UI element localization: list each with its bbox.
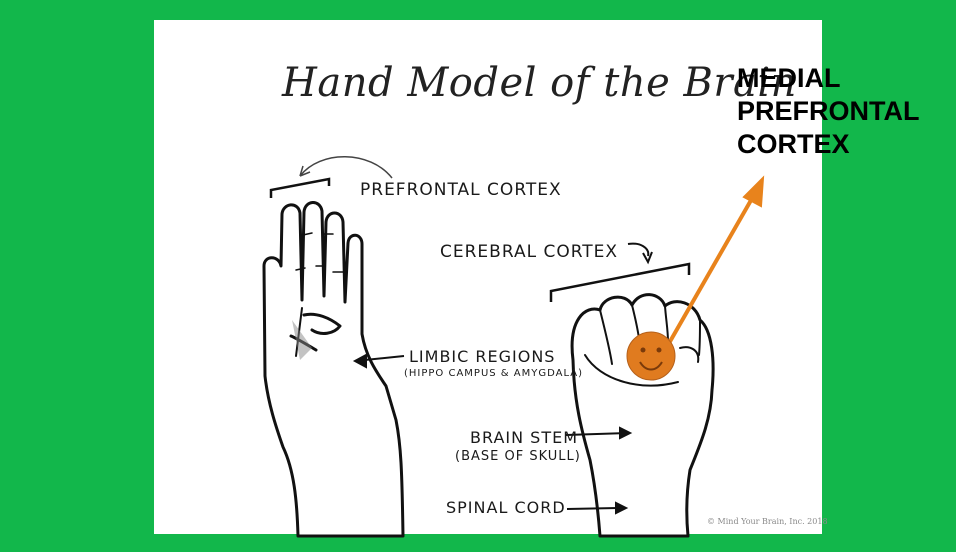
- label-limbic-sub: (HIPPO CAMPUS & AMYGDALA): [404, 368, 583, 379]
- callout-line-1: MEDIAL: [737, 62, 920, 95]
- callout-line-2: PREFRONTAL: [737, 95, 920, 128]
- label-prefrontal-cortex: PREFRONTAL CORTEX: [360, 180, 562, 200]
- label-brain-stem-sub: (BASE OF SKULL): [455, 449, 581, 464]
- label-brain-stem: BRAIN STEM: [470, 428, 578, 447]
- copyright-notice: © Mind Your Brain, Inc. 2018: [707, 517, 828, 526]
- diagram-title: Hand Model of the Brain: [282, 60, 797, 106]
- callout-line-3: CORTEX: [737, 128, 920, 161]
- medial-prefrontal-callout: MEDIAL PREFRONTAL CORTEX: [737, 62, 920, 161]
- open-hand-drawing: [264, 202, 403, 536]
- medial-arrow: [668, 178, 763, 345]
- curved-arrow-line: [300, 157, 392, 178]
- label-limbic-regions: LIMBIC REGIONS: [409, 347, 555, 366]
- fist-drawing: [572, 295, 713, 536]
- prefrontal-bracket: [271, 179, 329, 198]
- smiley-face: [627, 332, 675, 380]
- label-cerebral-cortex: CEREBRAL CORTEX: [440, 242, 618, 262]
- label-spinal-cord: SPINAL CORD: [446, 498, 566, 517]
